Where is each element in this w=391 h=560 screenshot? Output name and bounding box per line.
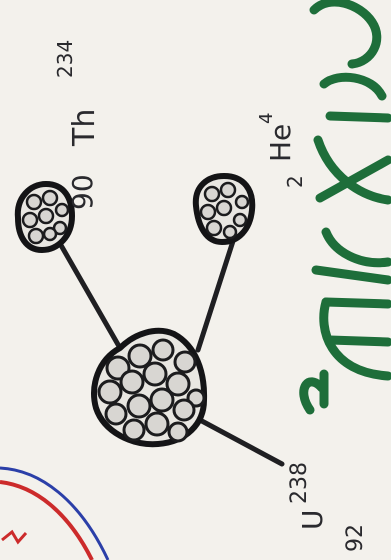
parent-nucleus [94,331,204,444]
stamp-mark [0,468,108,560]
bond-helium [198,238,234,350]
parent-atomic-number: 92 [343,524,368,552]
parent-label: U 238 92 [287,462,368,552]
bond-label-line [200,420,282,464]
bond-thorium [58,240,120,348]
parent-symbol: U [296,510,329,531]
green-handwriting [304,2,388,410]
thorium-nucleus [18,184,72,250]
helium-nucleus [196,176,252,242]
helium-label: 2 He 4 [256,113,307,188]
helium-mass-number: 4 [256,113,277,124]
helium-symbol: He [264,124,297,162]
thorium-symbol: Th [67,109,102,147]
parent-mass-number: 238 [287,462,312,504]
thorium-atomic-number: 90 [66,174,99,210]
thorium-mass-number: 234 [53,40,77,78]
helium-atomic-number: 2 [283,175,307,188]
